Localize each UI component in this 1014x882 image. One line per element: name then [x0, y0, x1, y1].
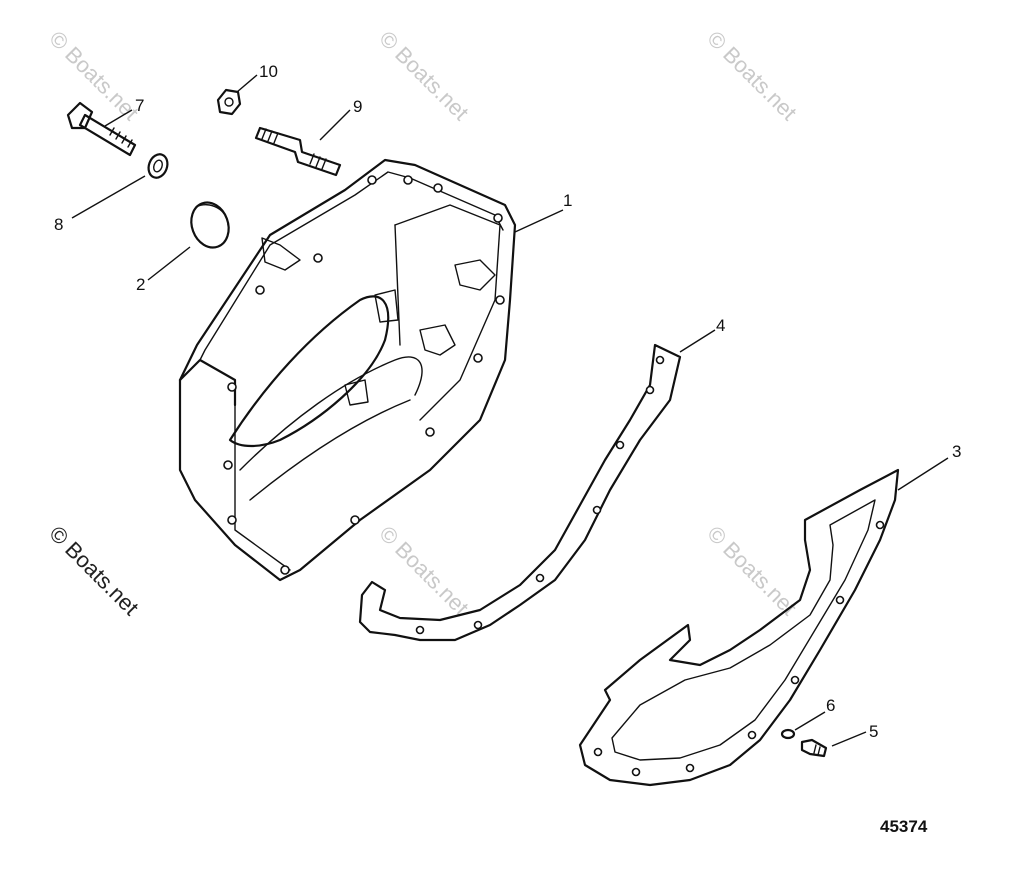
- callout-labels: 1 2 3 4 5 6 7 8 9 10: [54, 62, 961, 741]
- callout-9: 9: [353, 97, 362, 116]
- callout-10: 10: [259, 62, 278, 81]
- nut: [216, 88, 242, 116]
- gasket-strip: [358, 343, 682, 642]
- watermark-mid-center: © Boats.net: [374, 521, 473, 620]
- callout-5: 5: [869, 722, 878, 741]
- watermark-top-center: © Boats.net: [374, 26, 473, 125]
- callout-4: 4: [716, 316, 725, 335]
- callout-8: 8: [54, 215, 63, 234]
- flywheel-housing: [178, 158, 517, 582]
- callout-3: 3: [952, 442, 961, 461]
- callout-7: 7: [135, 96, 144, 115]
- callout-2: 2: [136, 275, 145, 294]
- watermarks: © Boats.net © Boats.net © Boats.net © Bo…: [44, 26, 801, 620]
- leader-lines: [71, 74, 949, 747]
- stud: [254, 126, 342, 177]
- washer: [147, 153, 169, 179]
- callout-6: 6: [826, 696, 835, 715]
- watermark-mid-right: © Boats.net: [702, 521, 801, 620]
- small-washer: [780, 728, 796, 740]
- small-screw: [800, 738, 828, 758]
- inspection-plate: [578, 468, 900, 787]
- bolt-large: [66, 101, 137, 157]
- drawing-number: 45374: [880, 817, 928, 836]
- plug: [190, 201, 230, 249]
- watermark-top-left: © Boats.net: [44, 26, 143, 125]
- watermark-left-side: © Boats.net: [44, 521, 143, 620]
- callout-1: 1: [563, 191, 572, 210]
- watermark-top-right: © Boats.net: [702, 26, 801, 125]
